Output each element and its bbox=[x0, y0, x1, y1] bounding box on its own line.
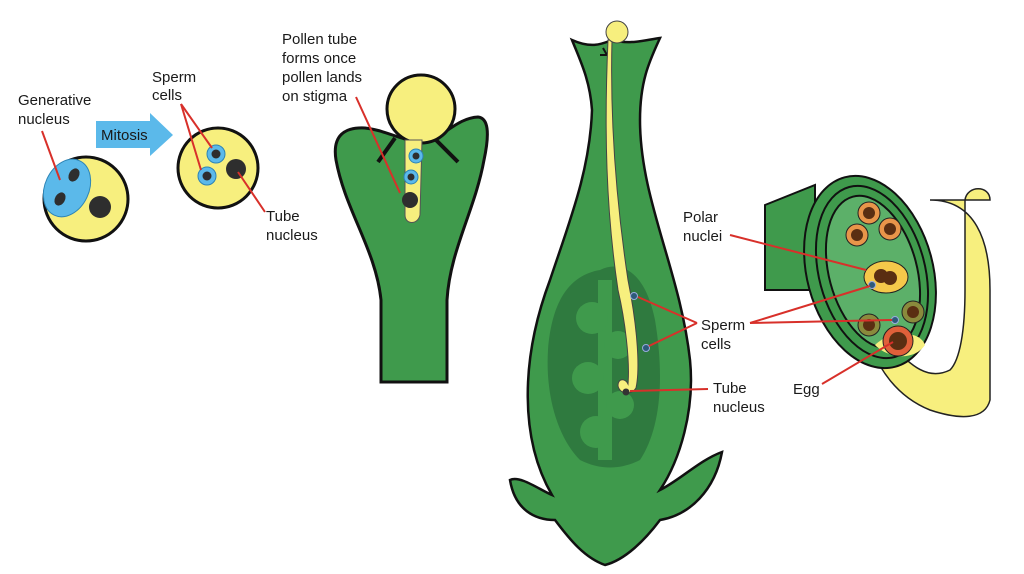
label-sperm-cells: Sperm cells bbox=[152, 69, 200, 104]
tube-nucleus bbox=[226, 159, 246, 179]
sperm-cell bbox=[642, 344, 650, 352]
label-generative-nucleus: Generative nucleus bbox=[18, 92, 96, 128]
generative-nucleus bbox=[68, 168, 80, 182]
pollen-tube bbox=[605, 39, 639, 394]
sperm-cell bbox=[891, 316, 899, 324]
tube-nucleus bbox=[89, 196, 111, 218]
sperm-cell bbox=[211, 149, 221, 159]
sperm-cell bbox=[202, 171, 212, 181]
label-tube-nucleus-pistil: Tube nucleus bbox=[713, 380, 765, 416]
pistil bbox=[508, 20, 724, 567]
label-pollen-tube: Pollen tube forms once pollen lands on s… bbox=[282, 31, 366, 105]
ovules bbox=[572, 280, 634, 460]
mitosis-label: Mitosis bbox=[101, 127, 148, 144]
antipodal-cells bbox=[845, 201, 902, 247]
sperm-cell bbox=[407, 173, 415, 181]
stigma-with-pollen bbox=[333, 73, 489, 384]
label-tube-nucleus: Tube nucleus bbox=[266, 208, 318, 244]
label-sperm-cells-pistil: Sperm cells bbox=[701, 317, 749, 353]
label-egg: Egg bbox=[793, 381, 820, 398]
ovule bbox=[764, 174, 991, 418]
sperm-cell bbox=[630, 292, 638, 300]
label-polar-nuclei: Polar nuclei bbox=[683, 209, 722, 245]
pointer-line bbox=[41, 130, 61, 181]
mitosis-arrow: Mitosis bbox=[96, 113, 173, 156]
pollen-grain-after-mitosis bbox=[176, 126, 260, 210]
tube-nucleus bbox=[622, 388, 630, 396]
pollen-grain-before-mitosis bbox=[42, 155, 130, 243]
sperm-cell bbox=[868, 281, 876, 289]
generative-nucleus-part bbox=[54, 192, 66, 206]
tube-nucleus bbox=[402, 192, 418, 208]
polar-nucleus bbox=[883, 271, 897, 285]
sperm-cell bbox=[412, 152, 420, 160]
pollen-grain bbox=[605, 20, 629, 44]
